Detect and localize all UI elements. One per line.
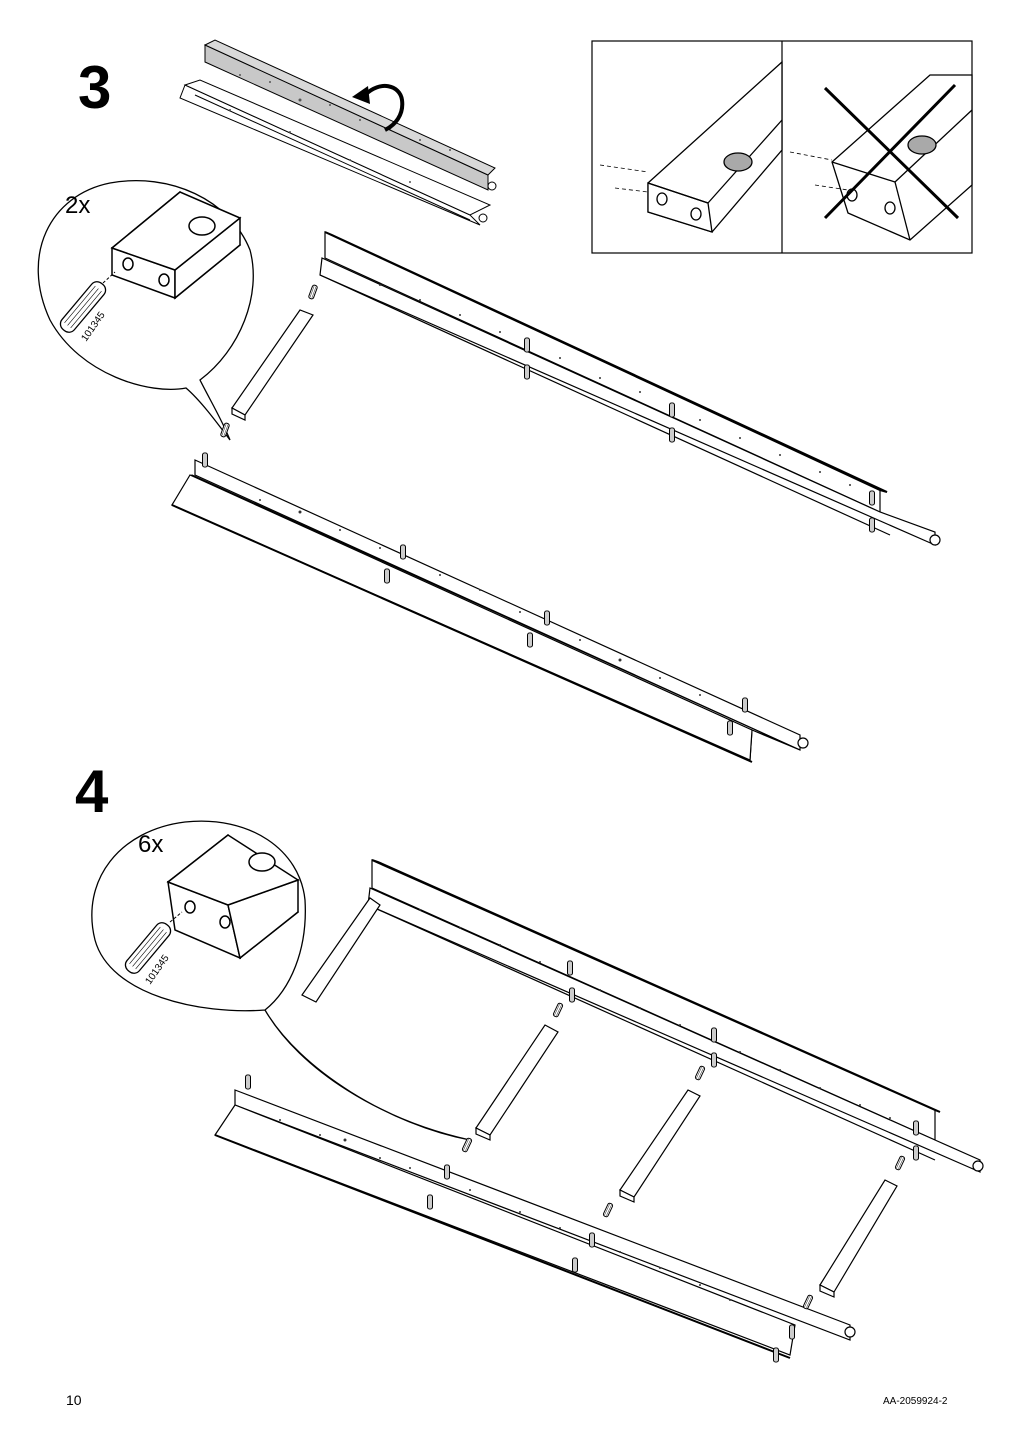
step-3-holes <box>259 284 851 696</box>
dowel-icon <box>59 281 107 333</box>
step-4-cross-pieces <box>301 897 898 1298</box>
step-4-callout: 6x 101345 <box>91 820 471 1141</box>
correct-orientation <box>599 60 783 233</box>
rotate-arrow-head <box>352 86 370 104</box>
step-3-quantity: 2x <box>65 192 90 219</box>
rotate-arrow-icon <box>363 84 405 132</box>
step-4-back-rail <box>367 859 984 1173</box>
step-3-back-rail <box>319 231 941 546</box>
step-3-short-piece <box>231 309 314 421</box>
step-4-number: 4 <box>75 758 109 825</box>
flip-rail-illustration <box>179 39 497 226</box>
orientation-hint-panel <box>591 40 973 254</box>
step-3-front-rail <box>171 459 809 763</box>
step-4-holes <box>279 909 891 1301</box>
step-4-front-rail <box>214 1089 856 1359</box>
document-id: AA-2059924-2 <box>883 1396 948 1407</box>
step-3-callout: 2x 101345 <box>37 179 254 441</box>
step-3-number: 3 <box>78 54 112 121</box>
cross-out-icon <box>823 83 960 220</box>
dowel-icon <box>124 922 172 974</box>
page-number: 10 <box>66 1392 82 1408</box>
step-4-quantity: 6x <box>138 831 163 858</box>
